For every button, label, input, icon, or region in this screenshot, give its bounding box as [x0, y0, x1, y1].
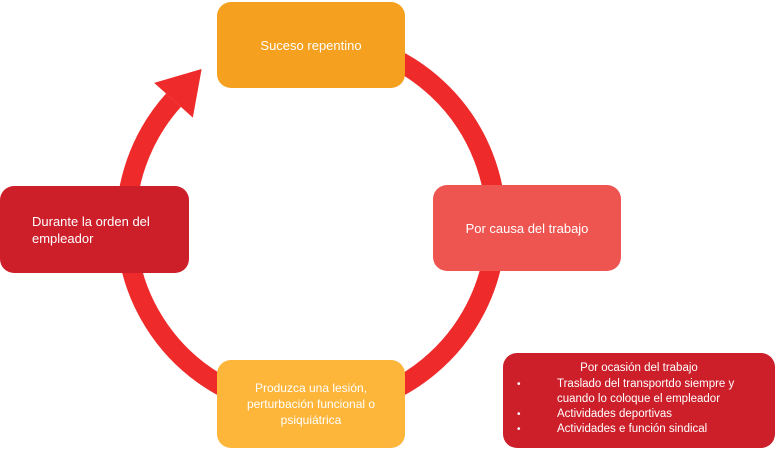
step-sudden-event: Suceso repentino [217, 2, 405, 88]
step-employer-order-label: Durante la orden del empleador [32, 213, 150, 246]
detail-box-title: Por ocasión del trabajo [580, 362, 698, 374]
detail-list-item: Traslado del transportdo siempre y cuand… [517, 377, 761, 407]
detail-list-item: Actividades deportivas [517, 407, 761, 422]
step-work-cause-label: Por causa del trabajo [465, 220, 589, 236]
detail-box-work-occasion: Por ocasión del trabajo Traslado del tra… [503, 353, 775, 448]
detail-list-item: Actividades e función sindical [517, 422, 761, 437]
step-employer-order: Durante la orden del empleador [0, 186, 189, 273]
step-injury: Produzca una lesión, perturbación funcio… [217, 360, 405, 448]
detail-list: Traslado del transportdo siempre y cuand… [517, 377, 761, 437]
step-injury-label: Produzca una lesión, perturbación funcio… [246, 381, 376, 427]
step-work-cause: Por causa del trabajo [433, 185, 621, 271]
step-sudden-event-label: Suceso repentino [260, 37, 362, 53]
cycle-arrowhead [154, 68, 202, 118]
